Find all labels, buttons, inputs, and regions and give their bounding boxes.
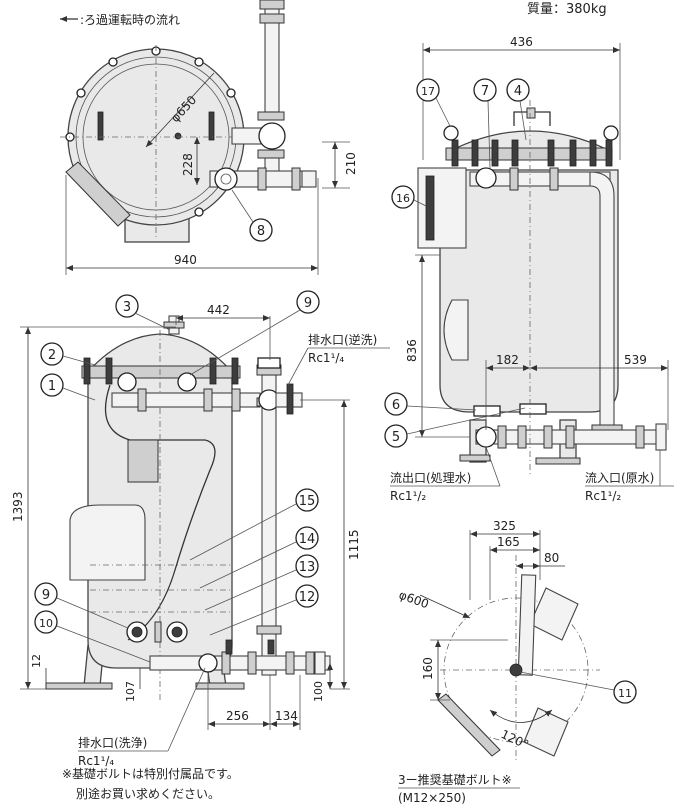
- balloons: 3 9 2 1 15 14 13 12 9 10 8 17 7 4 16 6 5: [34, 78, 637, 704]
- dim-160: 160: [421, 657, 435, 680]
- balloon-11: 11: [618, 687, 632, 700]
- dim-228: 228: [181, 153, 195, 176]
- balloon-4: 4: [514, 84, 522, 99]
- balloon-1: 1: [48, 379, 56, 394]
- side-view: 436 836 182 539: [405, 35, 669, 475]
- dim-134: 134: [275, 709, 298, 723]
- balloon-8: 8: [257, 224, 265, 239]
- mass-label: 質量：380kg: [527, 2, 607, 17]
- dim-256: 256: [226, 709, 249, 723]
- label-anchor-bolt: 3ー推奨基礎ボルト※: [398, 773, 512, 787]
- balloon-14: 14: [299, 532, 316, 547]
- dim-165: 165: [497, 535, 520, 549]
- label-drain-wash: 排水口(洗浄): [78, 736, 147, 750]
- balloon-16: 16: [396, 192, 410, 205]
- balloon-15: 15: [299, 494, 316, 509]
- label-drain-wash-size: Rc1¹/₄: [78, 754, 114, 768]
- dim-325: 325: [493, 519, 516, 533]
- port-labels: 排水口(逆洗) Rc1¹/₄ 排水口(洗浄) Rc1¹/₄ 流出口(処理水) R…: [78, 332, 674, 805]
- note-line-1: ※基礎ボルトは特別付属品です。: [62, 766, 239, 781]
- foundation-plan: 325 165 80 φ600 160 120°: [397, 519, 615, 760]
- dim-107: 107: [124, 681, 137, 702]
- balloon-9-top: 9: [304, 296, 312, 311]
- balloon-12: 12: [299, 590, 316, 605]
- dim-80: 80: [544, 551, 559, 565]
- label-inlet: 流入口(原水): [585, 471, 654, 485]
- dim-1115: 1115: [347, 529, 361, 560]
- balloon-13: 13: [299, 560, 316, 575]
- balloon-6: 6: [392, 398, 400, 413]
- label-outlet-size: Rc1¹/₂: [390, 489, 426, 503]
- dim-182: 182: [496, 353, 519, 367]
- dim-600: φ600: [397, 588, 431, 612]
- flow-legend-text: :ろ過運転時の流れ: [80, 13, 180, 27]
- label-drain-backwash-size: Rc1¹/₄: [308, 351, 344, 365]
- dim-940: 940: [174, 253, 197, 267]
- front-view: 442 1393 1115 12 107 100 256 134: [11, 303, 361, 730]
- balloon-17: 17: [421, 85, 435, 98]
- angle-120: 120°: [499, 727, 531, 752]
- label-inlet-size: Rc1¹/₂: [585, 489, 621, 503]
- dim-442: 442: [207, 303, 230, 317]
- dim-210: 210: [344, 152, 358, 175]
- balloon-10: 10: [39, 617, 53, 630]
- label-outlet: 流出口(処理水): [390, 471, 471, 485]
- balloon-9-bottom: 9: [42, 588, 50, 603]
- top-view: φ650 228 210 940: [60, 0, 358, 275]
- dim-100: 100: [312, 681, 325, 702]
- dim-12: 12: [30, 654, 43, 668]
- balloon-7: 7: [481, 84, 489, 99]
- balloon-5: 5: [392, 430, 400, 445]
- dim-836: 836: [405, 339, 419, 362]
- note-line-2: 別途お買い求めください。: [76, 786, 220, 801]
- balloon-3: 3: [123, 300, 131, 315]
- label-drain-backwash: 排水口(逆洗): [308, 332, 377, 347]
- dim-436: 436: [510, 35, 533, 49]
- dim-539: 539: [624, 353, 647, 367]
- dim-1393: 1393: [11, 491, 25, 522]
- label-anchor-bolt-size: (M12×250): [398, 791, 466, 805]
- flow-legend: :ろ過運転時の流れ: [60, 13, 180, 27]
- balloon-2: 2: [48, 348, 56, 363]
